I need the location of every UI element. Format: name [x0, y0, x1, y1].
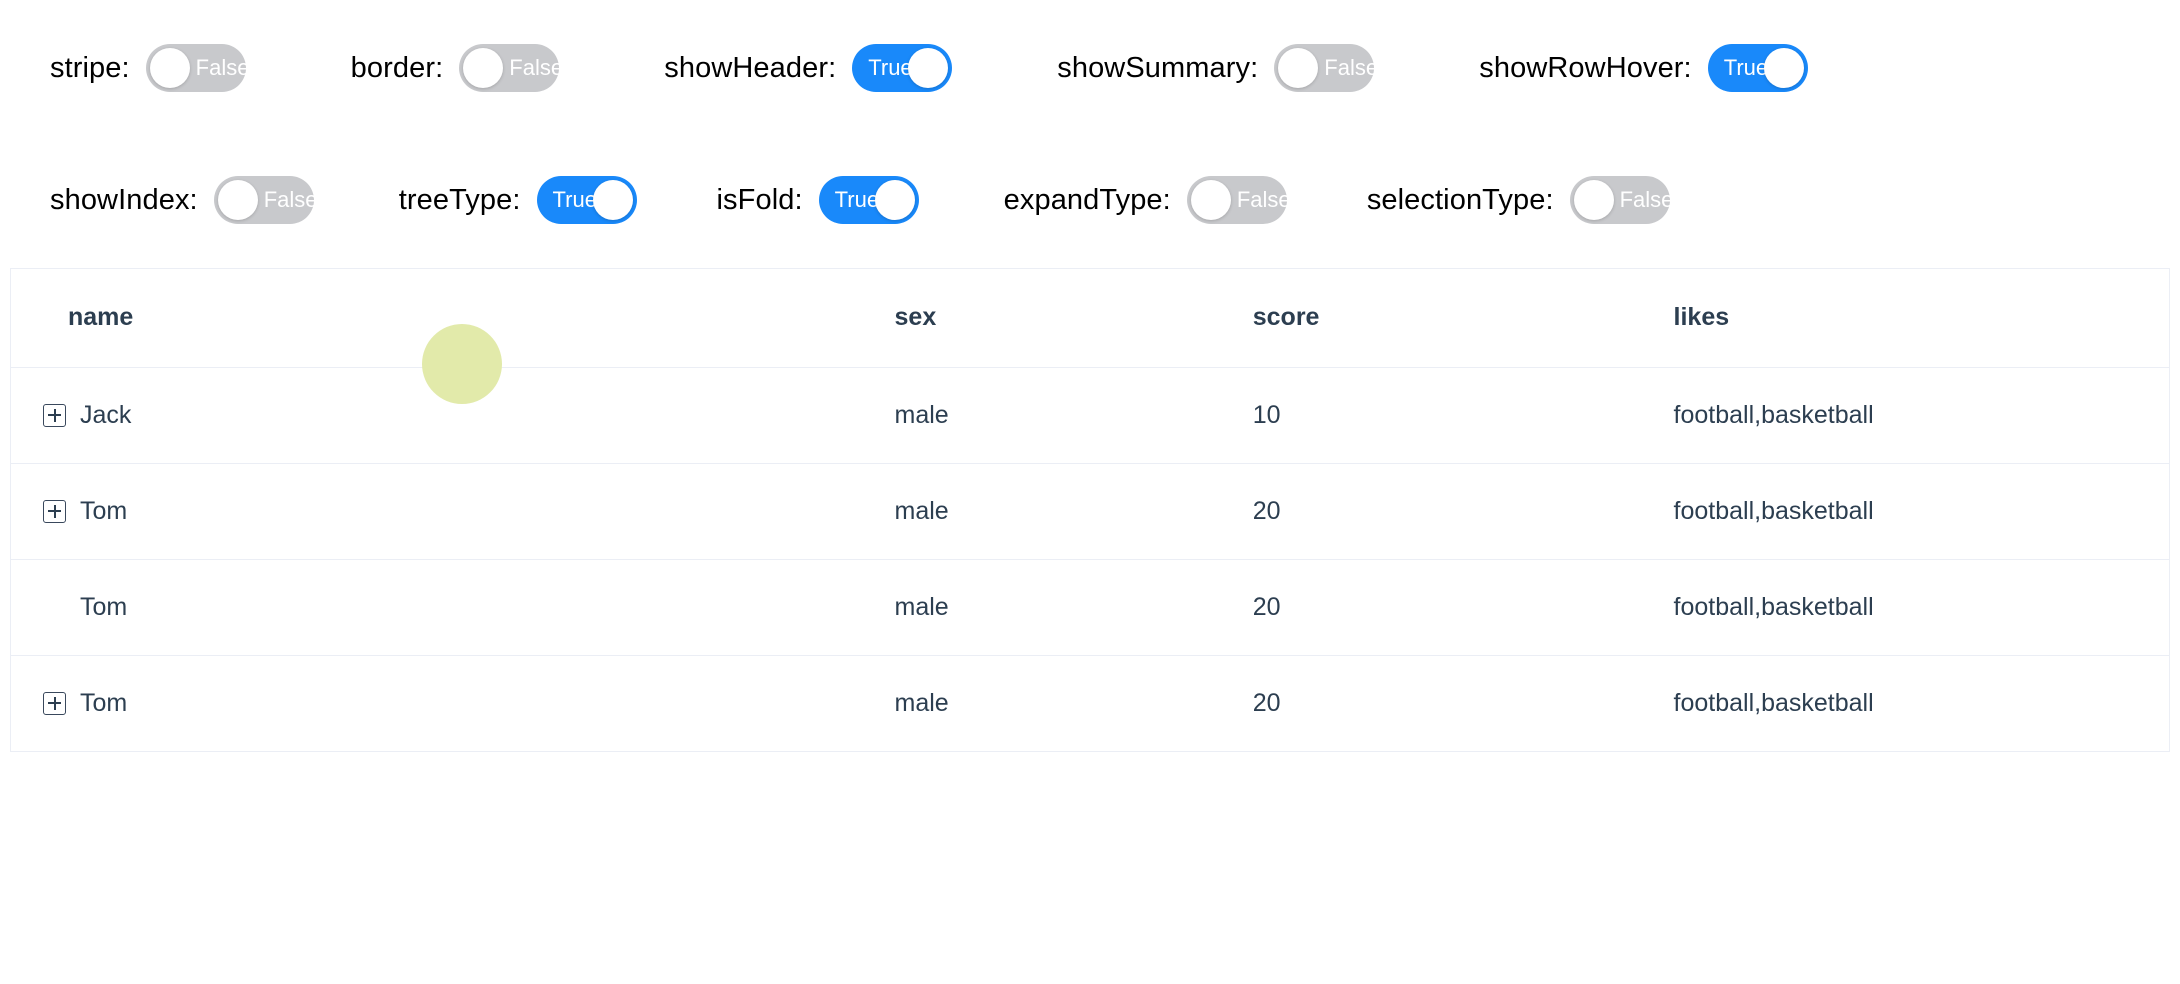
switch-value-label: False	[509, 55, 564, 80]
switch-value-label: True	[834, 187, 880, 212]
switch-knob[interactable]	[217, 180, 258, 220]
control-item-showrowhover: showRowHover: True	[1479, 44, 1808, 92]
switch-value-label: False	[1619, 187, 1674, 212]
cell-score: 10	[1195, 367, 1617, 464]
switch-knob[interactable]	[463, 48, 504, 88]
switch-value-label: True	[552, 187, 597, 212]
cell-likes: football,basketball	[1616, 559, 2169, 656]
toggle-row-2: showIndex: False treeType: True isFold: True e…	[0, 154, 2180, 246]
control-label: showRowHover:	[1479, 51, 1692, 84]
control-item-showindex: showIndex: False	[50, 176, 318, 224]
switch-value-label: False	[1236, 187, 1291, 212]
switch-knob[interactable]	[1763, 48, 1804, 88]
switch-showheader[interactable]: True	[852, 44, 953, 92]
switch-value-label: True	[1723, 55, 1769, 80]
switch-value-label: True	[868, 55, 913, 80]
name-cell-content: Tom	[43, 496, 838, 525]
name-cell-content: Tom	[43, 592, 838, 621]
cell-score: 20	[1195, 463, 1617, 560]
column-header-likes[interactable]: likes	[1616, 269, 2169, 368]
row-name-text: Tom	[80, 688, 128, 717]
cell-name: Jack	[11, 367, 838, 464]
switch-knob[interactable]	[908, 48, 949, 88]
control-item-stripe: stripe: False	[50, 44, 249, 92]
cell-likes: football,basketball	[1616, 463, 2169, 560]
expand-plus-icon[interactable]	[43, 403, 66, 427]
control-item-showsummary: showSummary: False	[1057, 44, 1378, 92]
cell-sex: male	[837, 463, 1196, 560]
switch-value-label: False	[263, 187, 318, 212]
expand-plus-icon[interactable]	[43, 691, 66, 715]
expand-plus-icon[interactable]	[43, 499, 66, 523]
cell-likes: football,basketball	[1616, 367, 2169, 464]
switch-isfold[interactable]: True	[818, 176, 919, 224]
switch-knob[interactable]	[1278, 48, 1319, 88]
row-name-text: Tom	[80, 592, 128, 621]
control-item-isfold: isFold: True	[717, 176, 919, 224]
control-label: isFold:	[716, 183, 803, 216]
control-label: border:	[350, 51, 444, 84]
switch-value-label: False	[1324, 55, 1379, 80]
control-item-showheader: showHeader: True	[664, 44, 953, 92]
switch-value-label: False	[195, 55, 250, 80]
cell-name: Tom	[11, 463, 838, 560]
switch-showrowhover[interactable]: True	[1707, 44, 1808, 92]
column-header-sex[interactable]: sex	[837, 269, 1196, 368]
control-label: showIndex:	[50, 183, 198, 216]
cell-sex: male	[837, 367, 1196, 464]
cell-sex: male	[837, 655, 1196, 752]
switch-knob[interactable]	[592, 180, 633, 220]
column-header-score[interactable]: score	[1195, 269, 1617, 368]
cell-name: Tom	[11, 559, 838, 656]
control-item-border: border: False	[350, 44, 563, 92]
cell-score: 20	[1195, 559, 1617, 656]
cell-name: Tom	[11, 655, 838, 752]
switch-knob[interactable]	[1573, 180, 1614, 220]
column-header-name[interactable]: name	[11, 269, 838, 368]
switch-knob[interactable]	[874, 180, 915, 220]
control-label: treeType:	[398, 183, 521, 216]
switch-showsummary[interactable]: False	[1274, 44, 1378, 92]
row-name-text: Tom	[80, 496, 128, 525]
control-label: selectionType:	[1366, 183, 1554, 216]
cell-sex: male	[837, 559, 1196, 656]
row-name-text: Jack	[80, 400, 132, 429]
control-label: stripe:	[50, 51, 130, 84]
switch-showindex[interactable]: False	[213, 176, 318, 224]
switch-knob[interactable]	[149, 48, 190, 88]
control-item-selectiontype: selectionType: False	[1366, 176, 1673, 224]
switch-expandtype[interactable]: False	[1186, 176, 1291, 224]
control-item-treetype: treeType: True	[399, 176, 637, 224]
control-label: showHeader:	[664, 51, 837, 84]
control-item-expandtype: expandType: False	[1003, 176, 1291, 224]
name-cell-content: Tom	[43, 688, 838, 717]
switch-stripe[interactable]: False	[145, 44, 249, 92]
cell-score: 20	[1195, 655, 1617, 752]
cell-likes: football,basketball	[1616, 655, 2169, 752]
name-cell-content: Jack	[43, 400, 838, 429]
switch-knob[interactable]	[1190, 180, 1231, 220]
control-label: expandType:	[1003, 183, 1171, 216]
switch-selectiontype[interactable]: False	[1569, 176, 1673, 224]
control-label: showSummary:	[1057, 51, 1259, 84]
switch-treetype[interactable]: True	[536, 176, 637, 224]
switch-border[interactable]: False	[459, 44, 563, 92]
